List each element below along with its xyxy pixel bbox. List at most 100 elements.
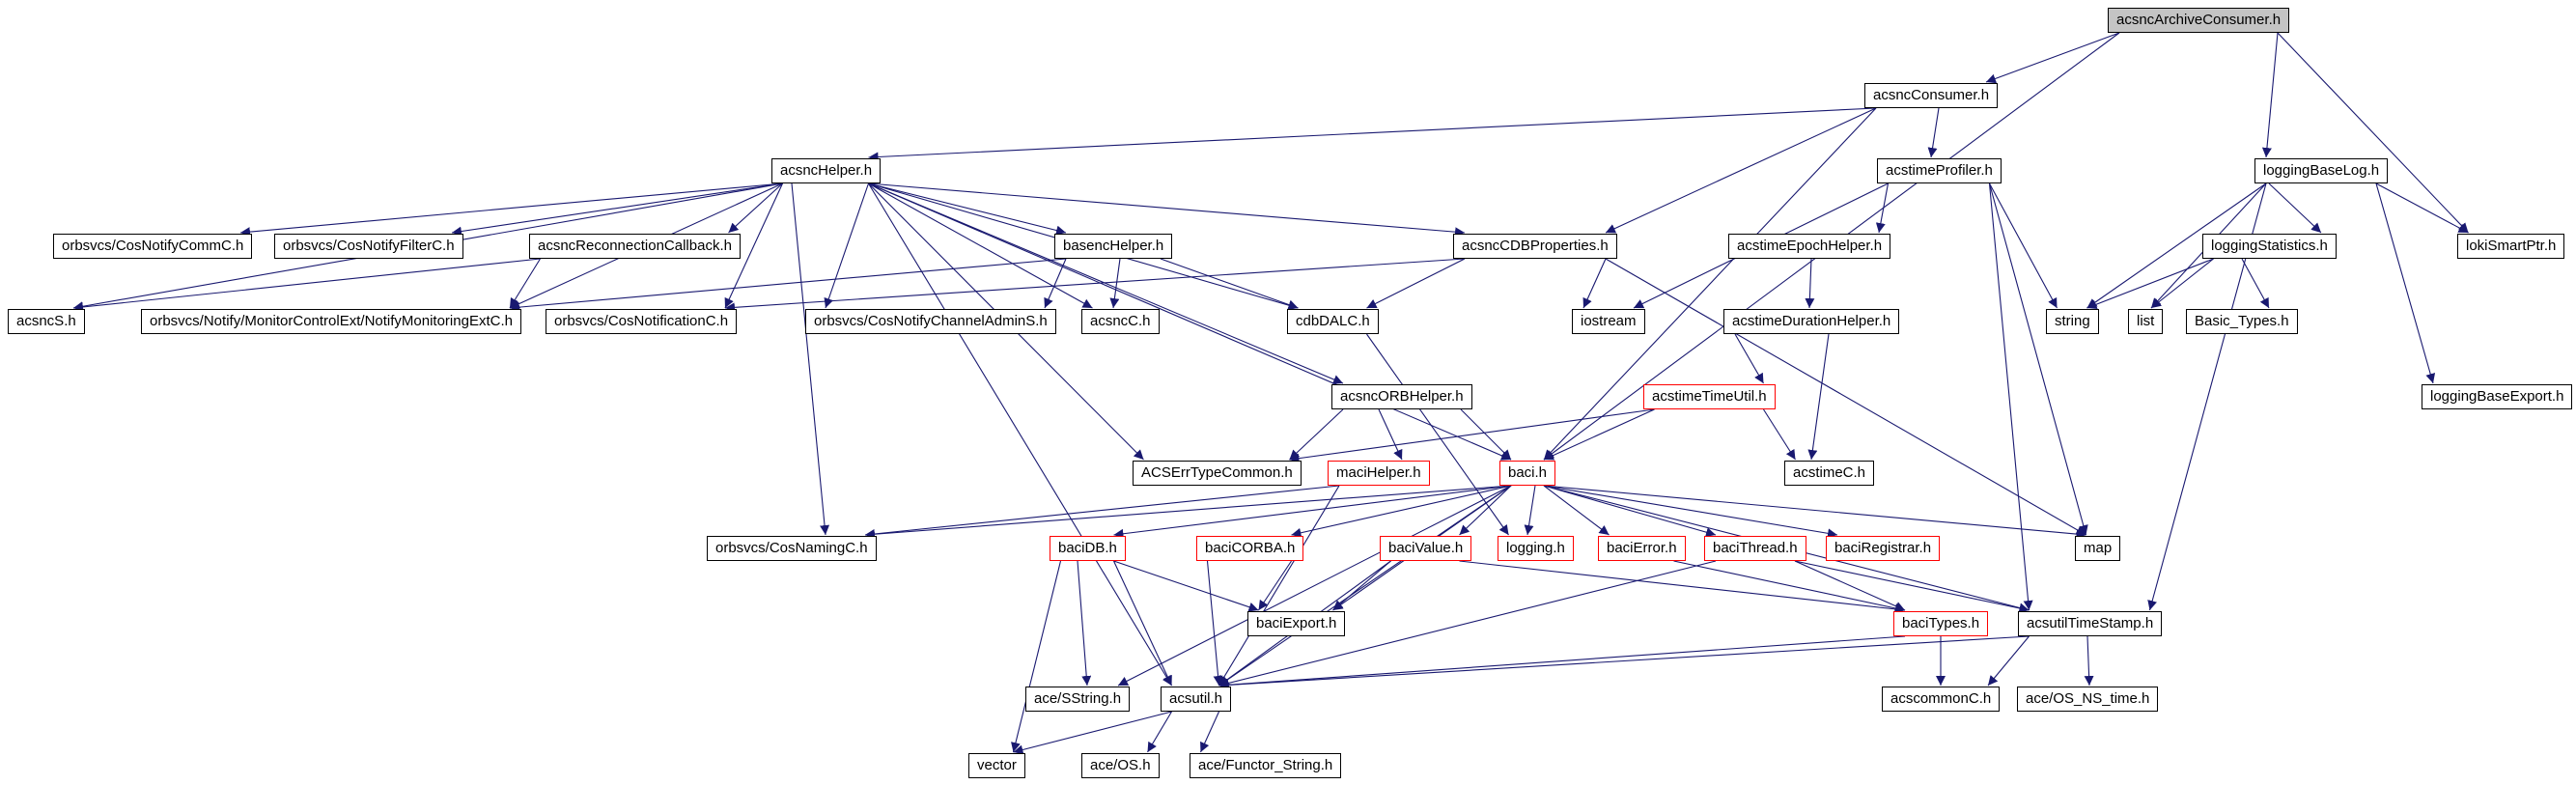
edge-baci-to-map [1543,485,2086,540]
graph-node-logexport[interactable]: loggingBaseExport.h [2422,384,2573,409]
graph-node-functorstring[interactable]: ace/Functor_String.h [1190,753,1342,778]
graph-node-bacitypes[interactable]: baciTypes.h [1893,611,1989,636]
edge-cdbprops-to-iostream [1582,258,1607,309]
graph-node-reconncb[interactable]: acsncReconnectionCallback.h [529,234,741,259]
graph-node-timeutil[interactable]: acstimeTimeUtil.h [1643,384,1776,409]
edge-baci-to-sstring [1117,485,1512,687]
edge-timeutil-to-acstimec [1763,408,1796,461]
graph-node-epochhelper[interactable]: acstimeEpochHelper.h [1728,234,1891,259]
edge-logstats-to-basictypes [2241,258,2270,309]
edge-basenc-to-acsncc [1109,258,1121,309]
edge-bacidb-to-acsutil [1113,560,1172,687]
graph-node-cdbprops[interactable]: acsncCDBProperties.h [1453,234,1617,259]
edge-durhelper-to-acstimec [1807,333,1830,461]
graph-node-vector[interactable]: vector [968,753,1025,778]
edge-timestamp-to-osnstime [2084,635,2094,687]
edge-baci-to-logging [1524,485,1536,536]
edge-reconncb-to-notifymonext [509,258,541,309]
edge-profiler-to-epochhelper [1875,182,1890,234]
graph-node-profiler[interactable]: acstimeProfiler.h [1877,158,2002,183]
graph-node-list[interactable]: list [2128,309,2164,334]
graph-node-timestamp[interactable]: acsutilTimeStamp.h [2018,611,2163,636]
edge-basenc-to-coschanadm [1044,258,1067,309]
graph-node-bacicorba[interactable]: baciCORBA.h [1196,536,1304,561]
graph-node-logging[interactable]: logging.h [1498,536,1574,561]
graph-node-baci[interactable]: baci.h [1499,461,1556,486]
edge-acsutil-to-functorstring [1199,711,1220,753]
edge-bacithread-to-acsutil [1218,560,1717,688]
graph-node-sstring[interactable]: ace/SString.h [1025,687,1131,712]
edge-bacidb-to-vector [1011,560,1062,753]
edge-consumer-to-cdbprops [1605,107,1877,234]
graph-node-acscommonc[interactable]: acscommonC.h [1882,687,2001,712]
edge-orbhelper-to-acserrtc [1289,408,1344,461]
graph-node-acserrtc[interactable]: ACSErrTypeCommon.h [1133,461,1302,486]
graph-node-acsncs[interactable]: acsncS.h [8,309,85,334]
edge-baci-to-baciregistrar [1543,485,1838,539]
graph-node-cosnotifc[interactable]: orbsvcs/CosNotificationC.h [546,309,738,334]
graph-node-macihelper[interactable]: maciHelper.h [1328,461,1430,486]
graph-node-acstimec[interactable]: acstimeC.h [1784,461,1875,486]
edge-cdbprops-to-cosnotifc [724,258,1466,313]
edge-baci-to-cosnaming [864,485,1512,540]
edge-helper-to-basenc [868,182,1067,236]
graph-node-logstats[interactable]: loggingStatistics.h [2202,234,2337,259]
graph-node-basictypes[interactable]: Basic_Types.h [2186,309,2298,334]
edge-baci-to-bacivalue [1459,485,1512,536]
graph-node-notifyfilter[interactable]: orbsvcs/CosNotifyFilterC.h [274,234,463,259]
graph-node-cdbdalc[interactable]: cdbDALC.h [1287,309,1379,334]
edge-reconncb-to-acsncs [72,258,541,312]
graph-node-baselog[interactable]: loggingBaseLog.h [2254,158,2389,183]
graph-node-cosnaming[interactable]: orbsvcs/CosNamingC.h [707,536,877,561]
edge-baselog-to-logexport [2375,182,2436,384]
graph-node-string[interactable]: string [2046,309,2099,334]
graph-node-bacithread[interactable]: baciThread.h [1704,536,1806,561]
edge-bacierror-to-bacitypes [1673,560,1906,613]
edge-durhelper-to-timeutil [1734,333,1764,384]
graph-node-acsncc[interactable]: acsncC.h [1081,309,1160,334]
graph-node-bacivalue[interactable]: baciValue.h [1380,536,1472,561]
edge-acsutil-to-aceos [1147,711,1172,753]
graph-node-loki[interactable]: lokiSmartPtr.h [2457,234,2565,259]
edge-helper-to-acsutil [868,182,1172,687]
graph-node-archive[interactable]: acsncArchiveConsumer.h [2108,8,2290,33]
edge-helper-to-reconncb [728,182,783,234]
edge-baselog-to-logstats [2268,182,2322,234]
graph-node-durhelper[interactable]: acstimeDurationHelper.h [1723,309,1900,334]
graph-node-baciexport[interactable]: baciExport.h [1247,611,1346,636]
edge-helper-to-notifyfilter [451,182,783,237]
graph-node-coschanadm[interactable]: orbsvcs/CosNotifyChannelAdminS.h [805,309,1056,334]
edge-helper-to-baci [868,182,1512,461]
graph-node-iostream[interactable]: iostream [1572,309,1645,334]
graph-node-baciregistrar[interactable]: baciRegistrar.h [1826,536,1941,561]
graph-node-notifycomm[interactable]: orbsvcs/CosNotifyCommC.h [53,234,253,259]
graph-node-map[interactable]: map [2075,536,2121,561]
edge-cdbdalc-to-logging [1366,333,1509,536]
edge-helper-to-cosnaming [791,182,830,536]
edge-helper-to-orbhelper [868,182,1344,384]
edge-bacidb-to-baciexport [1113,560,1259,612]
graph-node-consumer[interactable]: acsncConsumer.h [1864,83,1999,108]
edge-logstats-to-list [2150,258,2214,309]
graph-node-aceos[interactable]: ace/OS.h [1081,753,1160,778]
graph-node-basenc[interactable]: basencHelper.h [1054,234,1173,259]
edge-bacidb-to-sstring [1077,560,1092,687]
graph-node-orbhelper[interactable]: acsncORBHelper.h [1331,384,1472,409]
edge-archive-to-loki [2277,32,2469,234]
edge-helper-to-cdbprops [868,182,1466,238]
graph-node-helper[interactable]: acsncHelper.h [771,158,882,183]
graph-node-bacidb[interactable]: baciDB.h [1050,536,1126,561]
graph-node-acsutil[interactable]: acsutil.h [1161,687,1232,712]
graph-node-notifymonext[interactable]: orbsvcs/Notify/MonitorControlExt/NotifyM… [141,309,521,334]
edge-basenc-to-cdbdalc [1160,258,1299,310]
edge-macihelper-to-acsutil [1218,485,1340,687]
edge-orbhelper-to-macihelper [1378,408,1403,461]
graph-node-osnstime[interactable]: ace/OS_NS_time.h [2017,687,2159,712]
graph-node-bacierror[interactable]: baciError.h [1598,536,1686,561]
edge-consumer-to-profiler [1927,107,1940,158]
edge-bacivalue-to-bacitypes [1459,560,1906,614]
edge-baci-to-bacicorba [1291,485,1512,538]
edge-baci-to-bacithread [1543,485,1717,538]
edge-bacithread-to-bacitypes [1794,560,1906,611]
